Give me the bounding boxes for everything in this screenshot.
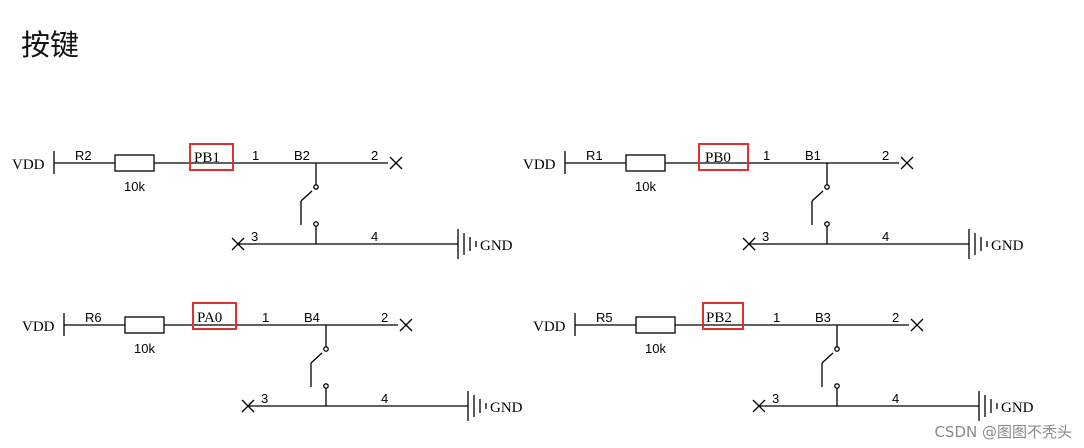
resistor-ref: R6 xyxy=(85,310,102,325)
vdd-label: VDD xyxy=(533,319,566,335)
pin-1-label: 1 xyxy=(773,310,780,325)
button-circuit-4: VDD R5 10k PB2 1 B3 2 3 4 GND xyxy=(533,302,1034,421)
pin-3-label: 3 xyxy=(762,229,769,244)
pin-1-label: 1 xyxy=(262,310,269,325)
port-highlight-box xyxy=(192,302,237,330)
pin-3-label: 3 xyxy=(261,391,268,406)
pin-4-label: 4 xyxy=(371,229,378,244)
pin-3-label: 3 xyxy=(772,391,779,406)
pin-2-label: 2 xyxy=(371,148,378,163)
pin-4-label: 4 xyxy=(892,391,899,406)
key-ref: B2 xyxy=(294,148,310,163)
port-label: PB1 xyxy=(194,150,220,166)
port-highlight-box xyxy=(698,143,749,171)
resistor-value: 10k xyxy=(645,341,666,356)
pin-3-label: 3 xyxy=(251,229,258,244)
pin-4-label: 4 xyxy=(882,229,889,244)
vdd-label: VDD xyxy=(22,319,55,335)
pin-2-label: 2 xyxy=(882,148,889,163)
resistor-ref: R5 xyxy=(596,310,613,325)
button-circuit-2: VDD R1 10k PB0 1 B1 2 3 4 GND xyxy=(523,143,1024,259)
port-label: PB0 xyxy=(705,150,731,166)
port-highlight-box xyxy=(702,302,744,330)
button-circuit-3: VDD R6 10k PA0 1 B4 2 3 4 GND xyxy=(22,302,523,421)
button-circuit-1: VDD R2 10k PB1 1 B2 2 3 4 GND xyxy=(12,143,513,259)
gnd-label: GND xyxy=(991,238,1024,254)
gnd-label: GND xyxy=(480,238,513,254)
vdd-label: VDD xyxy=(12,157,45,173)
vdd-label: VDD xyxy=(523,157,556,173)
gnd-label: GND xyxy=(1001,400,1034,416)
key-ref: B1 xyxy=(805,148,821,163)
resistor-value: 10k xyxy=(134,341,155,356)
pin-4-label: 4 xyxy=(381,391,388,406)
key-ref: B4 xyxy=(304,310,320,325)
page-title: 按键 xyxy=(21,28,80,62)
gnd-label: GND xyxy=(490,400,523,416)
port-label: PA0 xyxy=(197,310,222,326)
resistor-ref: R1 xyxy=(586,148,603,163)
resistor-value: 10k xyxy=(635,179,656,194)
pin-2-label: 2 xyxy=(381,310,388,325)
pin-2-label: 2 xyxy=(892,310,899,325)
watermark-text: CSDN @图图不秃头 xyxy=(934,423,1072,441)
resistor-value: 10k xyxy=(124,179,145,194)
port-label: PB2 xyxy=(706,310,732,326)
pin-1-label: 1 xyxy=(252,148,259,163)
key-ref: B3 xyxy=(815,310,831,325)
pin-1-label: 1 xyxy=(763,148,770,163)
port-highlight-box xyxy=(189,143,234,171)
resistor-ref: R2 xyxy=(75,148,92,163)
